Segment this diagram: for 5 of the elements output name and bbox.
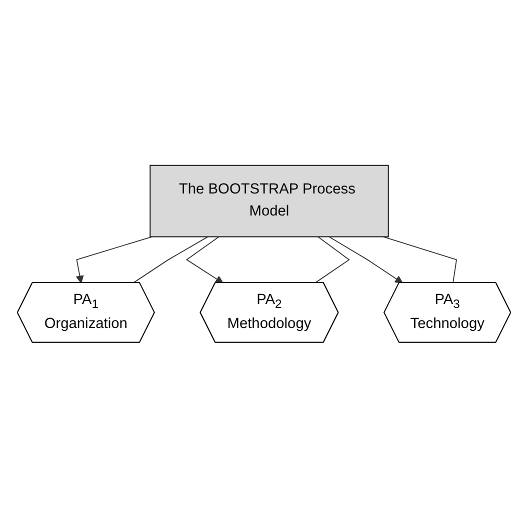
connector — [382, 236, 458, 284]
node-box: The BOOTSTRAP Process Model — [150, 165, 389, 238]
connector — [132, 236, 208, 284]
arrow — [186, 236, 224, 284]
arrow — [76, 236, 152, 284]
